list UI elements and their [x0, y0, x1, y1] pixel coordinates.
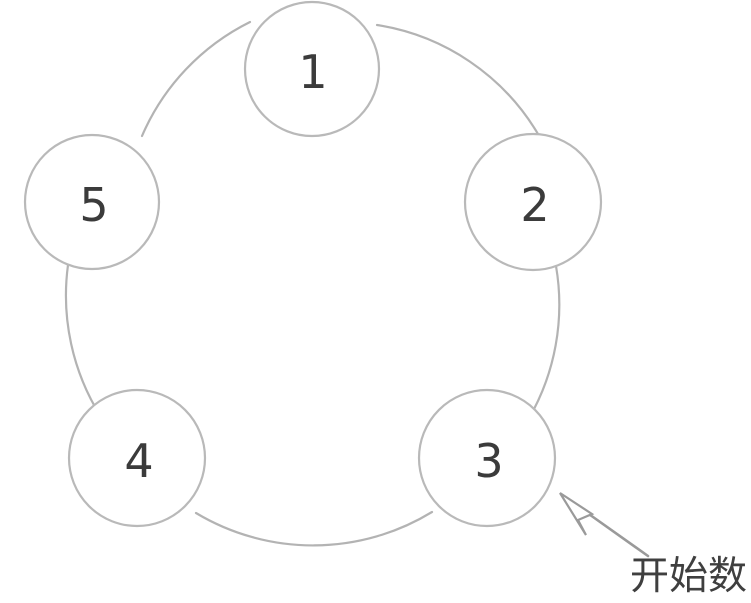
node-circle-5[interactable]	[23, 133, 161, 271]
node-circle-3[interactable]	[417, 388, 557, 528]
arc-node1-to-node2	[375, 23, 540, 136]
node-group-2[interactable]: 2	[463, 132, 603, 272]
arc-node2-to-node3	[526, 264, 561, 422]
node-label-4: 4	[124, 434, 153, 488]
arc-node3-to-node4	[194, 510, 434, 547]
arc-node4-to-node5	[64, 263, 103, 419]
node-label-3: 3	[474, 434, 503, 488]
node-circle-2[interactable]	[463, 132, 603, 272]
node-group-1[interactable]: 1	[243, 0, 381, 138]
node-group-4[interactable]: 4	[67, 388, 207, 528]
pointer-arrow-head-icon	[559, 492, 595, 536]
node-label-2: 2	[520, 178, 549, 232]
node-group-5[interactable]: 5	[23, 133, 161, 271]
node-circle-1[interactable]	[243, 0, 381, 138]
node-label-1: 1	[298, 45, 327, 99]
start-pointer-label: 开始数	[630, 554, 747, 599]
pointer-arrow-shaft	[584, 510, 650, 558]
ring-arcs-group	[64, 20, 561, 547]
node-group-3[interactable]: 3	[417, 388, 557, 528]
start-pointer-group: 开始数	[559, 492, 747, 599]
node-circle-4[interactable]	[67, 388, 207, 528]
node-label-5: 5	[79, 178, 108, 232]
arc-node5-to-node1	[140, 20, 252, 138]
